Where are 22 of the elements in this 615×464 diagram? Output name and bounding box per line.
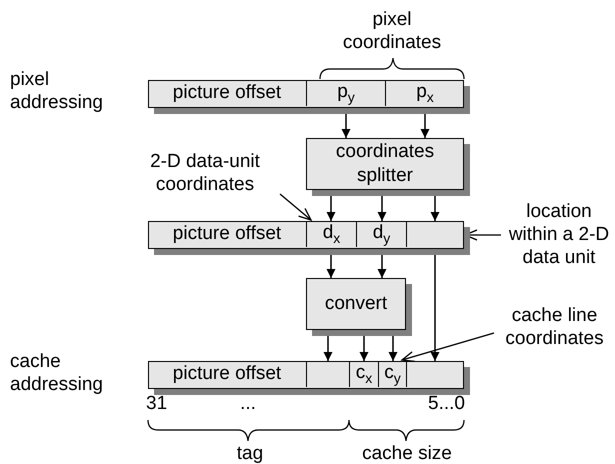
brace-label: pixel coordinates [342, 8, 442, 54]
bit-field: c$_{x}$ [349, 361, 378, 387]
bit-index: 31 [146, 392, 168, 415]
bit-index: 5...0 [427, 392, 465, 415]
ellipsis: ... [239, 392, 257, 415]
callout-text: location within a 2-D data unit [503, 200, 615, 270]
leader-arrow [401, 332, 494, 362]
leader-arrow [280, 194, 312, 221]
brace-label: cache size [361, 442, 453, 464]
bit-field: picture offset [148, 361, 306, 387]
row-label: pixel addressing [10, 68, 104, 114]
bit-field: p$_{y}$ [306, 80, 385, 106]
brace-label: tag [236, 442, 264, 464]
bit-field: c$_{y}$ [378, 361, 406, 387]
bit-field: picture offset [148, 80, 306, 106]
callout-text: 2-D data-unit coordinates [120, 150, 290, 198]
bit-field: picture offset [148, 221, 306, 247]
bit-field: d$_{y}$ [356, 221, 406, 247]
bit-field: p$_{x}$ [385, 80, 464, 106]
bit-field: d$_{x}$ [306, 221, 356, 247]
callout-text: cache line coordinates [494, 304, 615, 352]
row-label: cache addressing [10, 350, 104, 396]
